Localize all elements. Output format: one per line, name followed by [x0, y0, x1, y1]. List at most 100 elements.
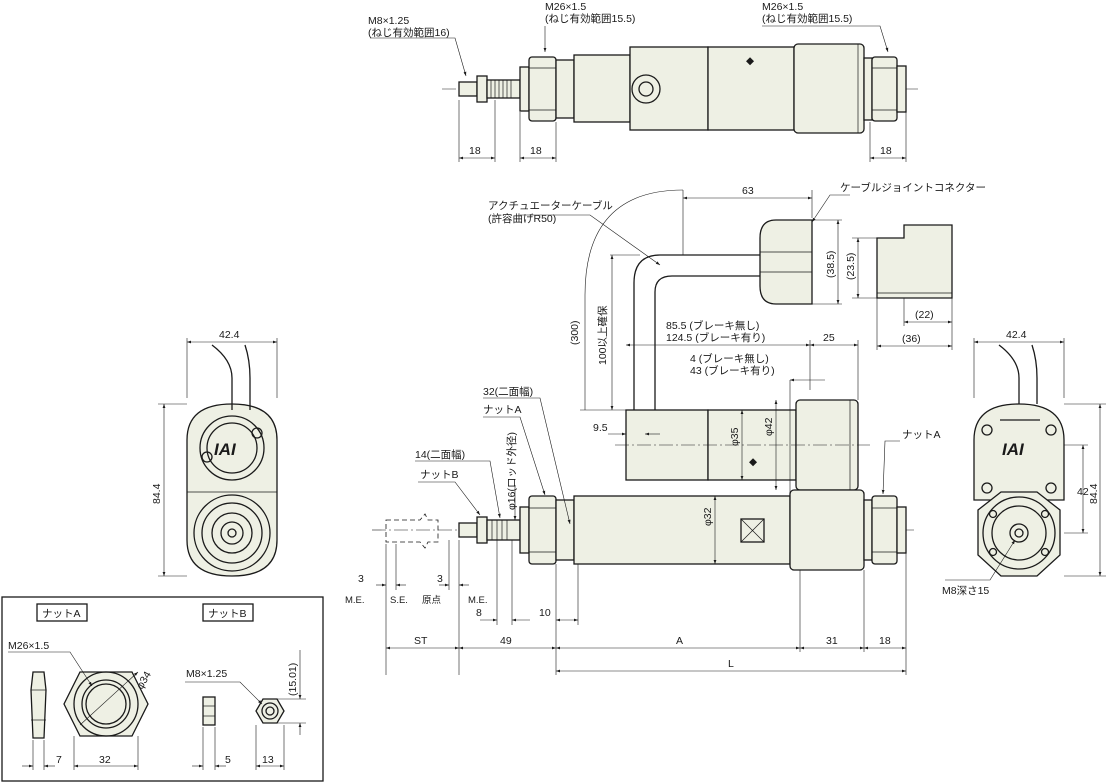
nut-b-w: 13 [262, 754, 274, 766]
dim-36: (36) [902, 333, 921, 345]
main-rear-nut [871, 495, 898, 565]
main-head [555, 499, 575, 561]
main-rear-housing [789, 489, 865, 571]
left-screw-1 [201, 451, 213, 463]
top-motor [707, 46, 795, 131]
cable-assembly: アクチュエーターケーブル (許容曲げR50) ケーブルジョイントコネクター 63… [488, 181, 986, 411]
top-threaded-nose [519, 66, 530, 112]
top-body-mid [629, 46, 709, 131]
main-nut-a [528, 495, 557, 565]
nut-b-thread: M8×1.25 [186, 668, 227, 680]
phi-16: φ16(ロッド外径) [505, 432, 518, 510]
left-width: 42.4 [219, 329, 240, 341]
dim-300-line [584, 189, 684, 410]
connector-label: ケーブルジョイントコネクター [840, 181, 986, 194]
dim-3-left: 3 [358, 573, 364, 585]
main-nose [519, 506, 530, 554]
nut-b-label: ナットB [420, 469, 459, 481]
dim-22: (22) [915, 309, 934, 321]
top-thread-right: M26×1.5 [762, 1, 803, 13]
svg-text:◆: ◆ [746, 55, 755, 67]
right-rod-circle [982, 496, 1056, 570]
main-view: ◆ 85.5 (ブレーキ無し) 124.5 (ブレーキ有り) 25 [345, 319, 941, 675]
top-rod [486, 79, 521, 99]
nut-a-w: 32 [99, 754, 111, 766]
cable-radius-note: (許容曲げR50) [488, 212, 556, 225]
dim-9-5: 9.5 [593, 422, 608, 434]
right-height: 84.4 [1088, 483, 1100, 504]
main-nut-b [476, 516, 488, 544]
top-thread-left-note: (ねじ有効範囲16) [368, 26, 450, 39]
main-body [573, 495, 791, 565]
right-screw-3 [981, 482, 993, 494]
brake-none-len: 85.5 (ブレーキ無し) [666, 319, 759, 332]
top-motor-cap [793, 43, 865, 134]
top-thread-right-note: (ねじ有効範囲15.5) [762, 12, 852, 25]
nut-a-t: 7 [56, 754, 62, 766]
cable-lower [633, 254, 760, 342]
se-label: S.E. [390, 595, 408, 606]
left-height: 84.4 [151, 483, 163, 504]
top-view: ◆ M8×1.25 (ねじ有効範囲16) M26×1.5 (ねじ有効範囲15.5… [368, 1, 920, 162]
nut-b-t: 5 [225, 754, 231, 766]
top-dim-a: 18 [469, 145, 481, 157]
top-dim-c: 18 [880, 145, 892, 157]
across-flats-32: 32(二面幅) [483, 385, 533, 398]
top-rear-nut [871, 56, 898, 122]
phi-32: φ32 [702, 507, 714, 526]
dim-st: ST [414, 635, 428, 647]
top-rod-stud [458, 81, 478, 97]
nut-b-side [202, 696, 216, 726]
right-screw-2 [1045, 424, 1057, 436]
right-tap-label: M8深さ15 [942, 585, 989, 597]
nut-b-h: (15.01) [287, 663, 299, 696]
right-width: 42.4 [1006, 329, 1027, 341]
nut-a-label: ナットA [483, 404, 522, 416]
right-end-view: IAI 42.4 84.4 42 M8深さ15 [942, 329, 1106, 597]
origin-label: 原点 [422, 595, 442, 606]
dim-a: A [676, 635, 683, 647]
right-outline-top [973, 403, 1065, 501]
phi-35: φ35 [729, 427, 741, 446]
dim-49: 49 [500, 635, 512, 647]
me-left: M.E. [345, 595, 365, 606]
nut-a-thread: M26×1.5 [8, 640, 49, 652]
top-head [555, 59, 575, 119]
nut-a-side [30, 671, 47, 739]
nut-b-title: ナットB [208, 608, 247, 620]
left-motor-circle [199, 415, 265, 481]
main-rod-stud [458, 522, 478, 538]
nut-detail-box: ナットA ナットB φ34 M26×1.5 7 32 M8×1.25 [1, 596, 324, 782]
top-thread-mid: M26×1.5 [545, 1, 586, 13]
nut-box-frame [1, 596, 324, 782]
nut-a-front [63, 671, 149, 737]
brake-with-off: 43 (ブレーキ有り) [690, 364, 775, 377]
right-screw-1 [981, 424, 993, 436]
dim-l: L [728, 658, 734, 670]
top-port [631, 74, 661, 104]
left-screw-2 [251, 427, 263, 439]
dim-300: (300) [569, 320, 581, 345]
left-outline [186, 403, 278, 577]
dim-8: 8 [476, 607, 482, 619]
cable-upper [654, 275, 760, 342]
dim-31: 31 [826, 635, 838, 647]
nut-a-right-label: ナットA [902, 429, 941, 441]
dim-25: 25 [823, 332, 835, 344]
top-rear-flange [863, 57, 873, 121]
right-logo: IAI [1002, 440, 1025, 459]
phi-42: φ42 [763, 417, 775, 436]
brake-none-off: 4 (ブレーキ無し) [690, 352, 769, 365]
top-dim-b: 18 [530, 145, 542, 157]
top-nut-a [528, 56, 557, 122]
connector-end-view [876, 224, 953, 299]
right-screw-4 [1045, 482, 1057, 494]
right-rear-flange [977, 491, 1061, 577]
brake-with-len: 124.5 (ブレーキ有り) [666, 331, 765, 344]
main-rod-phantom [385, 513, 439, 549]
top-nut-b [476, 75, 488, 103]
right-dim-42: 42 [1077, 486, 1089, 498]
dim-23-5: (23.5) [845, 253, 857, 280]
me-right: M.E. [468, 595, 488, 606]
